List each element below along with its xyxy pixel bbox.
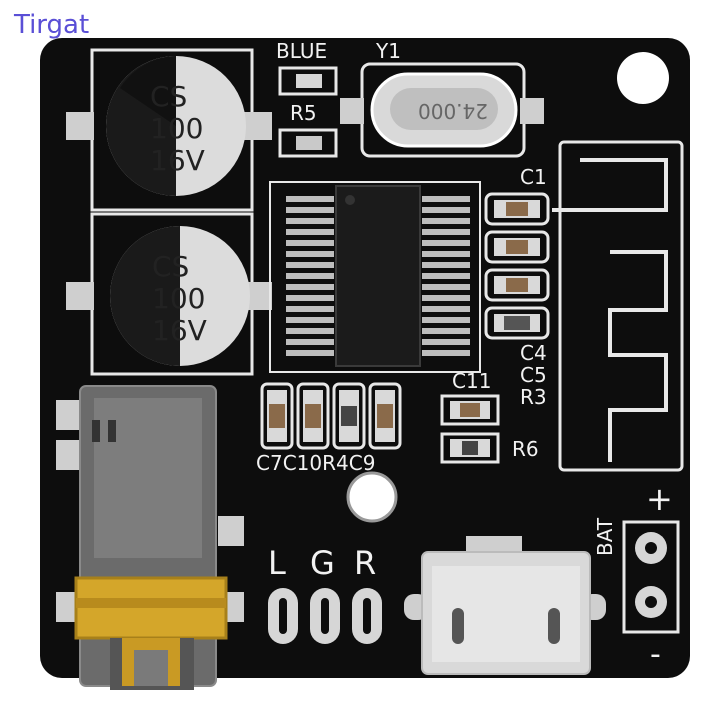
pcb-antenna [552, 140, 684, 472]
label-plus: + [646, 480, 673, 518]
capacitor-bottom: CS 100 16V [66, 212, 272, 376]
crystal-marking: 24.000 [418, 99, 488, 123]
label-c4: C4 [520, 341, 547, 365]
label-r6: R6 [512, 437, 539, 461]
label-g: G [310, 544, 335, 582]
label-r5: R5 [290, 101, 317, 125]
capacitor-top: CS 100 16V [66, 48, 272, 212]
cap-bottom-line2: 100 [152, 282, 205, 315]
watermark-text: Tirgat [14, 10, 90, 40]
cap-top-line2: 100 [150, 112, 203, 145]
label-c11: C11 [452, 369, 491, 393]
cap-top-line1: CS [150, 80, 187, 113]
label-r: R [354, 544, 376, 582]
crystal-y1: 24.000 [340, 62, 544, 158]
battery-terminal [622, 520, 680, 634]
mounting-hole [617, 52, 669, 104]
resistor-r5 [278, 128, 338, 158]
led-blue [278, 66, 338, 96]
mounting-hole-center [346, 471, 398, 523]
label-y1: Y1 [375, 39, 401, 63]
smd-column [484, 192, 550, 340]
label-l: L [268, 544, 286, 582]
smd-row [260, 382, 402, 450]
cap-bottom-line1: CS [152, 250, 189, 283]
label-c7c10r4c9: C7C10R4C9 [256, 451, 375, 475]
audio-jack [56, 385, 244, 690]
capacitor-c11 [440, 394, 500, 426]
cap-bottom-line3: 16V [152, 314, 207, 347]
lgr-pads [268, 588, 382, 644]
label-bat: BAT [593, 517, 617, 556]
label-blue: BLUE [276, 39, 327, 63]
cap-top-line3: 16V [150, 144, 205, 177]
label-c1: C1 [520, 165, 547, 189]
micro-usb-port [404, 536, 606, 675]
ic-pins-left [286, 196, 334, 356]
resistor-r6 [440, 432, 500, 464]
label-r3: R3 [520, 385, 547, 409]
label-c5: C5 [520, 363, 547, 387]
ic-pins-right [422, 196, 470, 356]
label-minus: - [650, 637, 661, 672]
main-ic-chip [269, 181, 481, 373]
